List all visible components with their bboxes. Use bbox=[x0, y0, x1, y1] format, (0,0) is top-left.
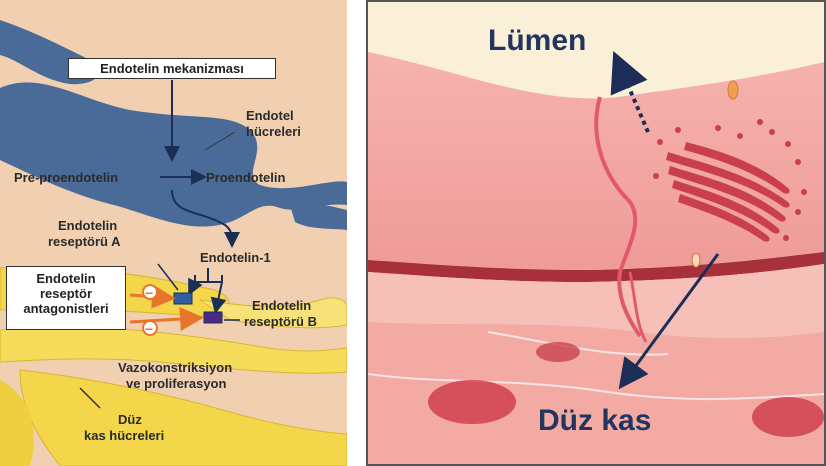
vessel-wall-illustration: Lümen Düz kas bbox=[366, 0, 826, 466]
vasoconstriction-label-2: ve proliferasyon bbox=[126, 376, 226, 391]
endotel-label: Endotel bbox=[246, 108, 294, 123]
receptor-b-label-1: Endotelin bbox=[252, 298, 311, 313]
antagonist-label-3: antagonistleri bbox=[11, 301, 121, 316]
receptor-b-label-2: reseptörü B bbox=[244, 314, 317, 329]
antagonist-label-1: Endotelin bbox=[11, 271, 121, 286]
receptor-a-label-2: reseptörü A bbox=[48, 234, 120, 249]
pre-proendotelin-label: Pre-proendotelin bbox=[14, 170, 118, 185]
endotelin-1-label: Endotelin-1 bbox=[200, 250, 271, 265]
hucreleri-label: hücreleri bbox=[246, 124, 301, 139]
endothelin-mechanism-diagram: − − Endotelin mekanizması Endotel hücrel… bbox=[0, 0, 347, 466]
vasoconstriction-label-1: Vazokonstriksiyon bbox=[118, 360, 232, 375]
lumen-label: Lümen bbox=[488, 24, 586, 58]
mechanism-title-box: Endotelin mekanizması bbox=[68, 58, 276, 79]
smooth-muscle-label-2: kas hücreleri bbox=[84, 428, 164, 443]
antagonist-box: Endotelin reseptör antagonistleri bbox=[6, 266, 126, 330]
proendotelin-label: Proendotelin bbox=[206, 170, 285, 185]
smooth-muscle-label: Düz kas bbox=[538, 404, 651, 438]
smooth-muscle-label-1: Düz bbox=[118, 412, 142, 427]
receptor-b-icon bbox=[204, 312, 222, 323]
minus-sign-b: − bbox=[145, 322, 153, 337]
vessel-wall-drawing bbox=[368, 2, 824, 464]
antagonist-label-2: reseptör bbox=[11, 286, 121, 301]
receptor-a-icon bbox=[174, 293, 192, 304]
receptor-a-label-1: Endotelin bbox=[58, 218, 117, 233]
minus-sign-a: − bbox=[145, 286, 153, 301]
